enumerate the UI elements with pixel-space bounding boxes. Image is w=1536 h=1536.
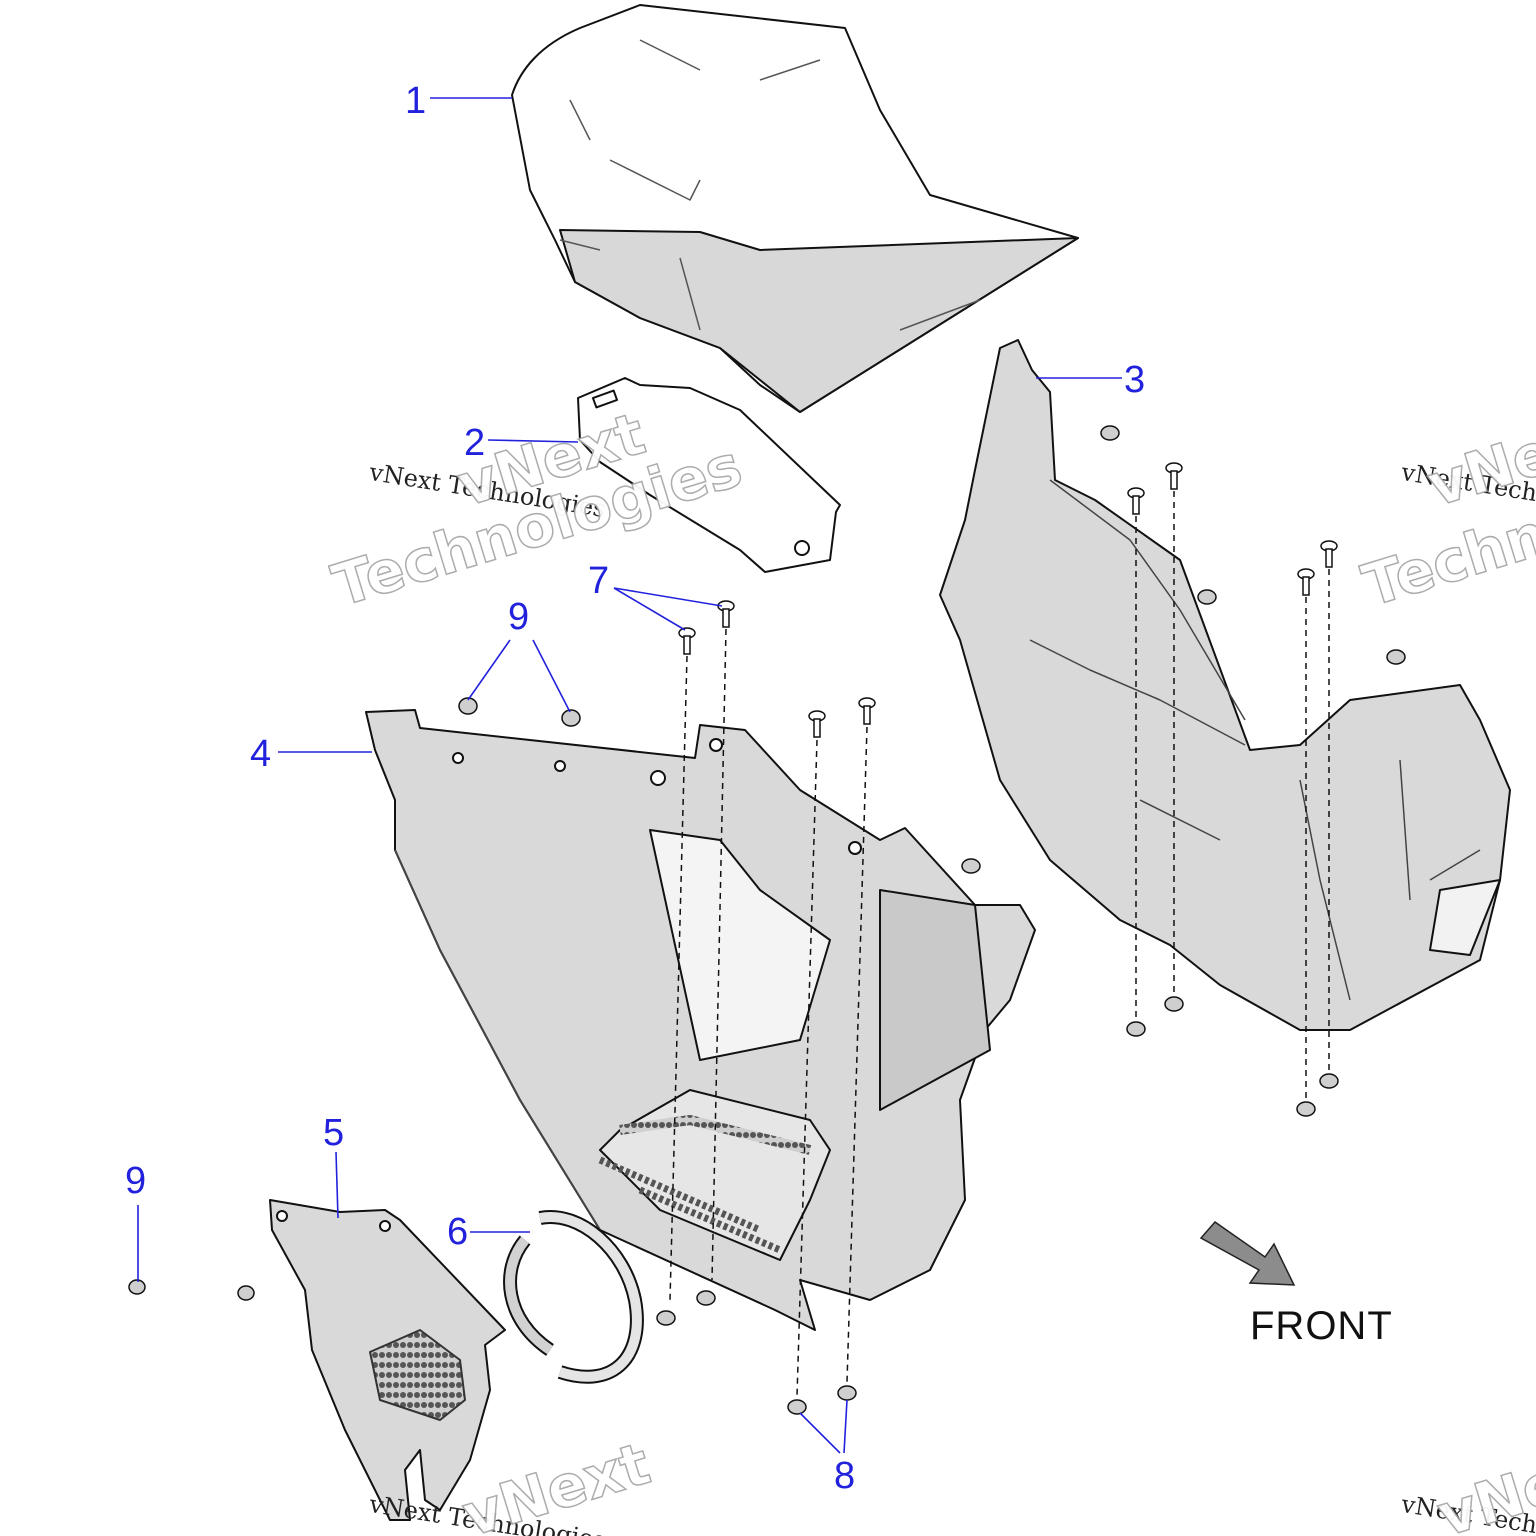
nut-8b [837, 1385, 857, 1401]
push-rivet-9c [128, 1279, 146, 1295]
push-rivet-e3 [1386, 649, 1406, 665]
callout-8: 8 [834, 1455, 856, 1497]
push-rivet-e2 [1197, 589, 1217, 605]
push-rivet-9a [458, 697, 478, 715]
callout-5: 5 [323, 1112, 345, 1154]
nut-8a [787, 1399, 807, 1415]
nut-h [696, 1290, 716, 1306]
nut-k [1296, 1101, 1316, 1117]
nut-i [1126, 1021, 1146, 1037]
push-rivet-e4 [961, 858, 981, 874]
screw-f [1320, 540, 1338, 568]
screw-b [858, 697, 876, 725]
push-rivet-9b [561, 709, 581, 727]
nut-l [1319, 1073, 1339, 1089]
front-arrow-icon [1199, 1220, 1296, 1286]
seat-part [511, 4, 1079, 413]
lower-guard-part [269, 1199, 506, 1521]
callout-9-top: 9 [508, 596, 530, 638]
screw-a [808, 710, 826, 738]
nut-g [656, 1310, 676, 1326]
band-clamp-part [503, 1210, 644, 1384]
screw-7a [678, 627, 696, 655]
callout-1: 1 [405, 80, 427, 122]
callout-9-left: 9 [125, 1160, 147, 1202]
underseat-plate-part [577, 377, 841, 573]
right-side-panel-part [939, 339, 1511, 1031]
callout-2: 2 [464, 422, 486, 464]
callout-7: 7 [588, 560, 610, 602]
assembly-lines [669, 491, 1330, 1397]
callout-6: 6 [447, 1211, 469, 1253]
push-rivet-e1 [1100, 425, 1120, 441]
callout-3: 3 [1124, 359, 1146, 401]
nut-j [1164, 996, 1184, 1012]
left-floor-panel-part [365, 709, 1036, 1331]
screw-e [1297, 568, 1315, 596]
front-label: FRONT [1250, 1304, 1393, 1348]
fasteners [128, 425, 1406, 1415]
leader-lines [137, 97, 1122, 1454]
screw-7b [717, 600, 735, 628]
callout-4: 4 [250, 733, 272, 775]
screw-c [1127, 487, 1145, 515]
push-rivet-9d [237, 1285, 255, 1301]
screw-d [1165, 462, 1183, 490]
